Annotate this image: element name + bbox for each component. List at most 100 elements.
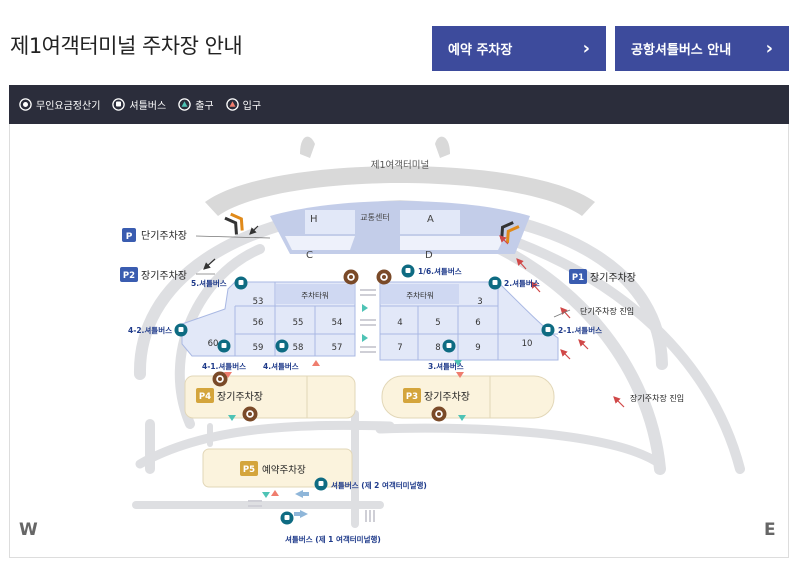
zone-59: 59 <box>253 343 264 353</box>
zone-numbers: 53 56 55 54 60 59 58 57 3 4 5 6 7 8 9 10 <box>208 297 533 353</box>
svg-text:P2: P2 <box>123 271 135 281</box>
entrance-icon <box>225 98 239 111</box>
page-title: 제1여객터미널 주차장 안내 <box>10 34 243 58</box>
bus-icon-3 <box>442 339 456 353</box>
block-d-label: D <box>425 250 433 261</box>
tower-west-label: 주차타워 <box>301 291 329 300</box>
exit-icon <box>178 98 191 111</box>
p5-lot <box>202 448 353 488</box>
zone-57: 57 <box>332 343 343 353</box>
block-h <box>305 210 355 234</box>
legend-label-exit: 출구 <box>195 101 214 112</box>
p4-label: 장기주차장 <box>217 391 263 403</box>
shuttle-bus-info-label: 공항셔틀버스 안내 <box>631 43 732 58</box>
reservation-parking-button[interactable]: 예약 주차장 › <box>432 26 606 71</box>
parking-map-svg: 제1여객터미널 H A C D 교통센터 <box>120 136 745 544</box>
zone-8: 8 <box>435 343 440 353</box>
zone-54: 54 <box>332 318 343 328</box>
block-c-label: C <box>306 250 313 261</box>
block-d <box>400 236 505 250</box>
payment-kiosk-icon-4 <box>242 406 258 422</box>
zone-55: 55 <box>293 318 304 328</box>
svg-text:P5: P5 <box>243 465 255 475</box>
legend-item-exit: 출구 <box>178 97 214 112</box>
zone-10: 10 <box>522 339 533 349</box>
bus-icon-42 <box>174 323 188 337</box>
short-term-label: 단기주차장 <box>141 230 187 242</box>
badge-p5: P5 예약주차장 <box>240 461 306 476</box>
west-inner-road <box>174 244 265 429</box>
chevron-sign-east <box>500 221 520 244</box>
transport-center-label: 교통센터 <box>360 212 389 222</box>
compass-west: W <box>19 520 38 540</box>
bus-icon-t2 <box>314 477 328 491</box>
legend-item-kiosk: 무인요금정산기 <box>19 97 100 112</box>
bus-icon-16 <box>401 264 415 278</box>
bus-icon-41 <box>217 339 231 353</box>
badge-p1: P1 장기주차장 <box>569 269 636 284</box>
svg-text:P3: P3 <box>406 392 418 402</box>
bus-label-4: 4.셔틀버스 <box>263 361 299 371</box>
legend-label-kiosk: 무인요금정산기 <box>36 101 101 112</box>
short-entry-label: 단기주차장 진입 <box>580 306 634 316</box>
bus-icon-2 <box>488 276 502 290</box>
terminal-pier-left <box>300 136 315 158</box>
zone-58: 58 <box>293 343 304 353</box>
bus-label-2: 2.셔틀버스 <box>504 278 540 288</box>
block-h-label: H <box>310 214 318 225</box>
lot-east-grid <box>380 282 558 360</box>
badge-p2: P2 장기주차장 <box>120 267 187 282</box>
bus-icon <box>112 98 126 111</box>
legend-item-entrance: 입구 <box>225 97 261 112</box>
p4-lot <box>184 375 356 419</box>
bus-label-t2: 셔틀버스 (제 2 여객터미널행) <box>331 480 427 490</box>
entrance-exit-markers <box>224 304 466 518</box>
legend-item-bus: 셔틀버스 <box>112 97 166 112</box>
bus-stop-labels: 5.셔틀버스 1/6.셔틀버스 2.셔틀버스 4-2.셔틀버스 2-1.셔틀버스… <box>128 266 602 544</box>
payment-kiosk-icon-3 <box>212 371 228 387</box>
zone-56: 56 <box>253 318 264 328</box>
traffic-arrows <box>203 225 625 408</box>
chevron-right-icon: › <box>582 38 590 59</box>
bus-icon-21 <box>541 323 555 337</box>
p1-label: 장기주차장 <box>590 272 636 284</box>
zone-6: 6 <box>475 318 480 328</box>
south-link-b <box>375 423 665 469</box>
tower-west <box>276 284 354 304</box>
reservation-parking-label: 예약 주차장 <box>448 43 513 58</box>
legend-label-bus: 셔틀버스 <box>129 101 167 112</box>
zone-9: 9 <box>475 343 480 353</box>
crosswalks <box>248 289 376 522</box>
p3-lot <box>381 375 555 419</box>
terminal-building <box>205 166 595 216</box>
bus-label-21: 2-1.셔틀버스 <box>558 325 602 335</box>
payment-kiosk-icon-2 <box>376 269 392 285</box>
map-legend: 무인요금정산기 셔틀버스 출구 입구 <box>9 85 789 124</box>
shuttle-bus-info-button[interactable]: 공항셔틀버스 안내 › <box>615 26 789 71</box>
zone-60: 60 <box>208 339 219 349</box>
parking-map: 제1여객터미널 H A C D 교통센터 <box>9 124 789 558</box>
payment-kiosk-icon-5 <box>431 406 447 422</box>
zone-7: 7 <box>397 343 402 353</box>
block-a-label: A <box>427 214 434 225</box>
lot-west-grid <box>234 282 355 356</box>
bus-label-3: 3.셔틀버스 <box>428 361 464 371</box>
payment-kiosk-icon-1 <box>343 269 359 285</box>
p2-label: 장기주차장 <box>141 270 187 282</box>
bus-icon-4 <box>275 339 289 353</box>
block-c <box>285 236 355 250</box>
bus-label-16: 1/6.셔틀버스 <box>418 266 462 276</box>
bus-icon-t1 <box>280 511 294 525</box>
svg-text:P4: P4 <box>199 392 211 402</box>
payment-kiosk-icon <box>19 98 32 111</box>
p3-label: 장기주차장 <box>424 391 470 403</box>
svg-text:P: P <box>126 232 133 242</box>
chevron-sign-west <box>224 212 244 235</box>
svg-text:P1: P1 <box>572 273 584 283</box>
bus-label-t1: 셔틀버스 (제 1 여객터미널행) <box>285 534 381 544</box>
zone-5: 5 <box>435 318 440 328</box>
zone-3: 3 <box>477 297 482 307</box>
p5-label: 예약주차장 <box>262 464 306 476</box>
block-a <box>400 210 460 234</box>
short-entry-leader <box>553 309 571 318</box>
